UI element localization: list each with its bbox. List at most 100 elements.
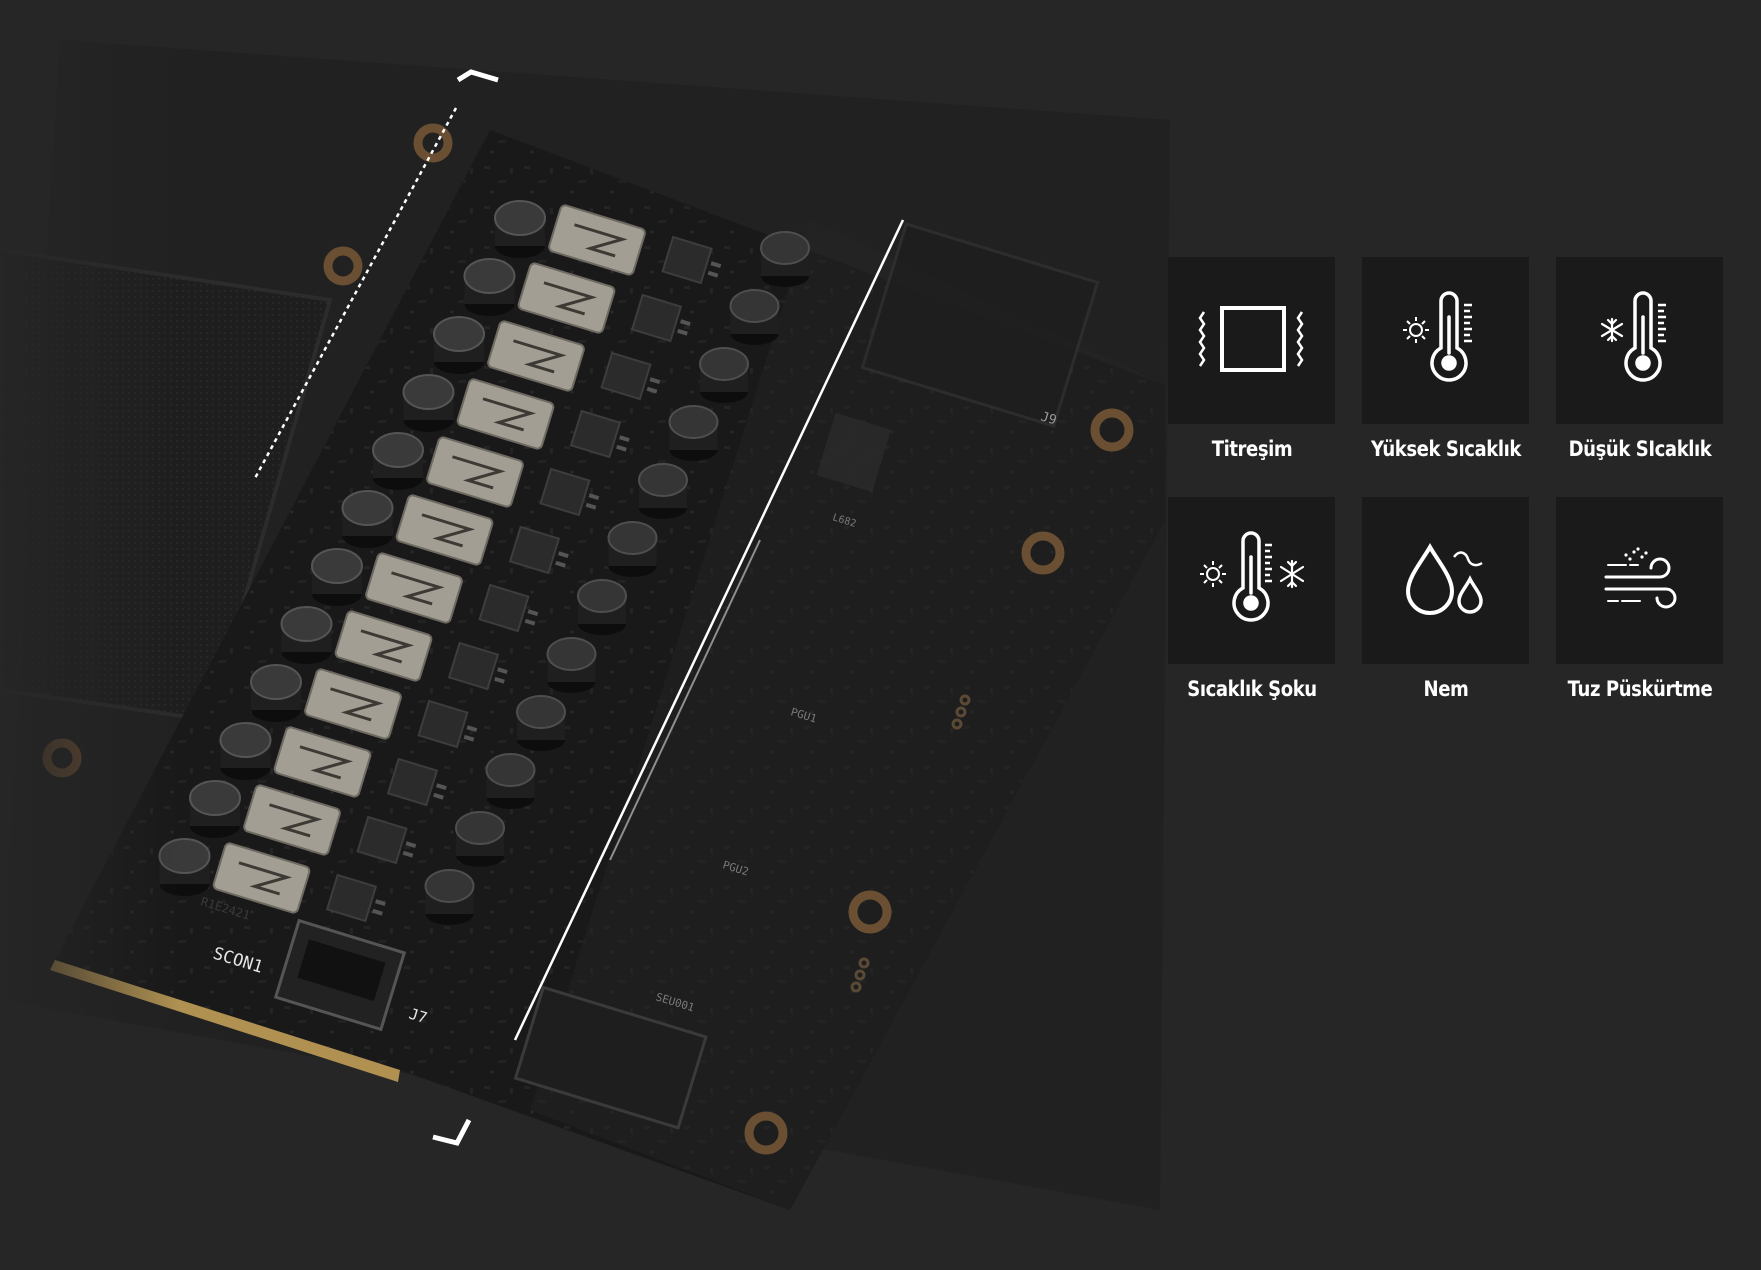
capacitor-top <box>699 347 749 381</box>
inductor-choke <box>487 320 585 392</box>
choke-body <box>212 842 311 914</box>
smd-part <box>555 560 566 568</box>
capacitor-top <box>485 753 536 787</box>
mosfet-body <box>600 351 652 401</box>
low-temperature-icon <box>1600 291 1666 382</box>
mosfet <box>447 641 508 691</box>
capacitor-top <box>372 432 424 468</box>
feature-label-thermal-shock: Sıcaklık Şoku <box>1187 677 1317 701</box>
choke-logo-mark <box>238 861 293 896</box>
mosfet <box>508 525 569 575</box>
mosfet <box>630 293 691 343</box>
inductor-choke <box>365 552 463 624</box>
mosfet-body <box>539 467 591 517</box>
mosfet <box>356 815 417 865</box>
mosfet-body <box>630 293 683 343</box>
choke-body <box>517 262 616 334</box>
mosfet <box>417 699 478 749</box>
inductor-choke <box>334 610 433 682</box>
mosfet-body <box>478 583 530 633</box>
mosfet <box>478 583 539 633</box>
choke-body <box>395 494 494 566</box>
mosfet <box>539 467 600 517</box>
inductor-choke <box>273 726 372 798</box>
inductor-choke <box>243 784 341 856</box>
mosfet <box>600 351 661 401</box>
graphics-card-board-image: SCON1 J7 J9 PGU1 PGU2 SEU001 L682 R1E242… <box>0 0 1165 1270</box>
choke-logo-mark <box>513 339 567 374</box>
thermal-shock-icon <box>1200 531 1305 622</box>
tile-high-temperature <box>1362 257 1529 424</box>
smd-part <box>402 850 414 858</box>
mosfet-body <box>569 409 622 459</box>
tile-thermal-shock <box>1168 497 1335 664</box>
smd-part <box>707 270 719 278</box>
durability-test-grid: Titreşim Yüksek Sıcaklık Düşük SIcaklık <box>1168 257 1723 717</box>
choke-body <box>334 610 433 682</box>
smd-part <box>585 502 597 510</box>
capacitor-top <box>463 258 516 294</box>
inductor-choke <box>517 262 616 334</box>
choke-logo-mark <box>299 745 354 780</box>
smd-part <box>497 667 508 675</box>
capacitor-top <box>760 231 810 265</box>
tile-salt-spray <box>1556 497 1723 664</box>
smd-part <box>649 377 661 385</box>
choke-logo-mark <box>482 397 537 432</box>
choke-body <box>548 204 646 276</box>
smd-part <box>619 435 630 443</box>
smd-part <box>680 319 691 327</box>
choke-body <box>456 378 555 450</box>
choke-body <box>365 552 463 624</box>
choke-logo-mark <box>452 455 506 490</box>
smd-part <box>646 386 658 394</box>
smd-part <box>375 899 386 907</box>
capacitor-top <box>638 463 688 497</box>
mosfet <box>325 873 386 923</box>
choke-body <box>304 668 402 740</box>
mosfet-body <box>386 757 439 807</box>
choke-logo-mark <box>330 687 384 722</box>
capacitor-top <box>424 869 475 903</box>
mosfet-body <box>356 815 408 865</box>
smd-part <box>433 792 444 800</box>
choke-logo-mark <box>543 281 598 316</box>
choke-body <box>426 436 524 508</box>
humidity-icon <box>1405 542 1483 615</box>
mosfet <box>386 757 447 807</box>
choke-logo-mark <box>360 629 415 664</box>
capacitor-top <box>546 637 597 671</box>
smd-part <box>616 444 627 452</box>
capacitor-top <box>341 490 394 526</box>
mosfet <box>661 235 722 285</box>
smd-part <box>405 841 417 849</box>
capacitor-top <box>668 405 719 439</box>
capacitor-top <box>280 606 333 642</box>
smd-part <box>372 908 383 916</box>
capacitor-top <box>577 579 627 613</box>
silkscreen-j7: J7 <box>407 1005 430 1027</box>
smd-part <box>677 328 688 336</box>
choke-body <box>243 784 341 856</box>
vibration-icon <box>1198 306 1304 372</box>
smd-part <box>494 676 505 684</box>
mosfet <box>569 409 630 459</box>
smd-part <box>436 783 447 791</box>
inductor-choke <box>395 494 494 566</box>
smd-part <box>558 551 569 559</box>
inductor-choke <box>426 436 524 508</box>
capacitor-top <box>729 289 780 323</box>
feature-label-vibration: Titreşim <box>1211 437 1293 461</box>
high-temperature-icon <box>1403 291 1472 382</box>
smd-part <box>588 493 600 501</box>
mosfet-body <box>508 525 561 575</box>
silkscreen-j9: J9 <box>1039 409 1058 428</box>
mosfet-body <box>447 641 500 691</box>
choke-body <box>487 320 585 392</box>
capacitor-top <box>189 780 241 816</box>
feature-label-salt-spray: Tuz Püskürtme <box>1567 677 1713 701</box>
salt-spray-icon <box>1604 547 1677 609</box>
choke-logo-mark <box>574 223 628 258</box>
mosfet-body <box>325 873 378 923</box>
inductor-choke <box>304 668 402 740</box>
